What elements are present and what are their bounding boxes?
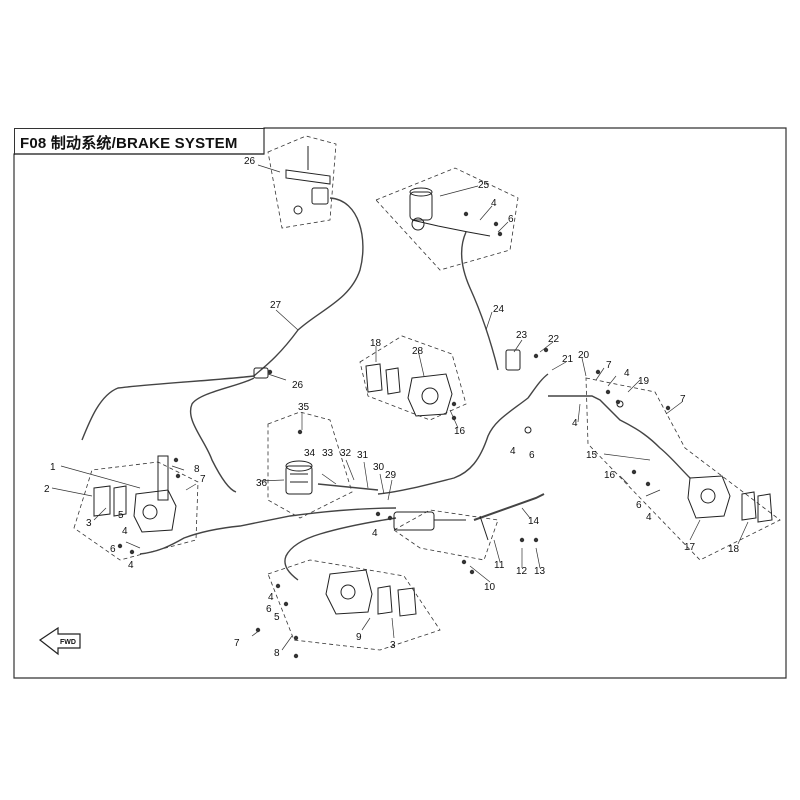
callout-6: 6 — [110, 544, 116, 555]
callout-23: 23 — [516, 330, 528, 341]
callout-5: 5 — [274, 612, 280, 623]
callout-28: 28 — [412, 346, 424, 357]
callout-4: 4 — [646, 512, 652, 523]
callout-6: 6 — [636, 500, 642, 511]
callout-1: 1 — [50, 462, 56, 473]
callout-27: 27 — [270, 300, 282, 311]
callout-26: 26 — [244, 156, 256, 167]
rear-master-cylinder — [393, 511, 489, 541]
callout-24: 24 — [493, 304, 505, 315]
callout-30: 30 — [373, 462, 385, 473]
reservoir-36 — [285, 460, 313, 495]
callout-12: 12 — [516, 566, 528, 577]
callout-15: 15 — [586, 450, 598, 461]
callout-21: 21 — [562, 354, 574, 365]
callout-16: 16 — [454, 426, 466, 437]
fittings — [117, 211, 671, 659]
front-brake-hose-24 — [460, 231, 499, 371]
callout-2: 2 — [44, 484, 50, 495]
leader-lines — [51, 164, 749, 651]
main-line-21 — [377, 373, 549, 495]
callout-4: 4 — [122, 526, 128, 537]
callout-4: 4 — [268, 592, 274, 603]
left-line-rear — [284, 517, 397, 581]
callout-36: 36 — [256, 478, 268, 489]
caliper-left-front — [93, 455, 177, 533]
diagram-title: F08 制动系统/BRAKE SYSTEM — [20, 135, 238, 152]
callout-4: 4 — [510, 446, 516, 457]
callout-10: 10 — [484, 582, 496, 593]
callout-3: 3 — [390, 640, 396, 651]
callout-6: 6 — [266, 604, 272, 615]
callout-8: 8 — [274, 648, 280, 659]
left-line-front — [139, 507, 397, 555]
callout-22: 22 — [548, 334, 560, 345]
brake-lines — [81, 197, 691, 581]
callout-17: 17 — [684, 542, 696, 553]
hose-32 — [317, 483, 379, 491]
callout-7: 7 — [234, 638, 240, 649]
hand-lever-26 — [285, 146, 331, 215]
parking-cable-lower — [189, 377, 255, 493]
fwd-arrow-icon: FWD — [38, 626, 81, 656]
callout-20: 20 — [578, 350, 590, 361]
master-cylinder-25 — [409, 187, 491, 237]
callout-5: 5 — [118, 510, 124, 521]
pedal-14 — [473, 493, 545, 521]
callout-14: 14 — [528, 516, 540, 527]
callout-19: 19 — [638, 376, 650, 387]
callout-31: 31 — [357, 450, 369, 461]
parking-cable — [81, 197, 364, 441]
callout-labels: 26 25 4 6 27 24 23 22 21 20 18 28 26 35 … — [44, 156, 740, 659]
caliper-left-rear — [325, 569, 417, 617]
callout-13: 13 — [534, 566, 546, 577]
callout-29: 29 — [385, 470, 397, 481]
callout-18: 18 — [728, 544, 740, 555]
caliper-right-rear-28 — [365, 363, 453, 417]
callout-7: 7 — [606, 360, 612, 371]
callout-7: 7 — [200, 474, 206, 485]
caliper-right-front — [687, 475, 773, 523]
callout-34: 34 — [304, 448, 316, 459]
callout-11: 11 — [494, 560, 505, 571]
callout-4: 4 — [572, 418, 578, 429]
callout-16: 16 — [604, 470, 616, 481]
callout-33: 33 — [322, 448, 334, 459]
callout-4: 4 — [491, 198, 497, 209]
callout-4: 4 — [128, 560, 134, 571]
right-line-15 — [548, 395, 691, 479]
callout-6: 6 — [508, 214, 514, 225]
outer-frame — [13, 127, 787, 679]
callout-9: 9 — [356, 632, 362, 643]
callout-26: 26 — [292, 380, 304, 391]
callout-32: 32 — [340, 448, 352, 459]
callout-18: 18 — [370, 338, 382, 349]
callout-25: 25 — [478, 180, 490, 191]
title-frame — [14, 128, 265, 155]
fwd-label: FWD — [60, 639, 76, 646]
callout-35: 35 — [298, 402, 310, 413]
junctions — [253, 349, 624, 434]
group-outlines — [73, 135, 781, 651]
callout-7: 7 — [680, 394, 686, 405]
callout-6: 6 — [529, 450, 535, 461]
callout-8: 8 — [194, 464, 200, 475]
callout-4: 4 — [624, 368, 630, 379]
callout-4: 4 — [372, 528, 378, 539]
callout-3: 3 — [86, 518, 92, 529]
